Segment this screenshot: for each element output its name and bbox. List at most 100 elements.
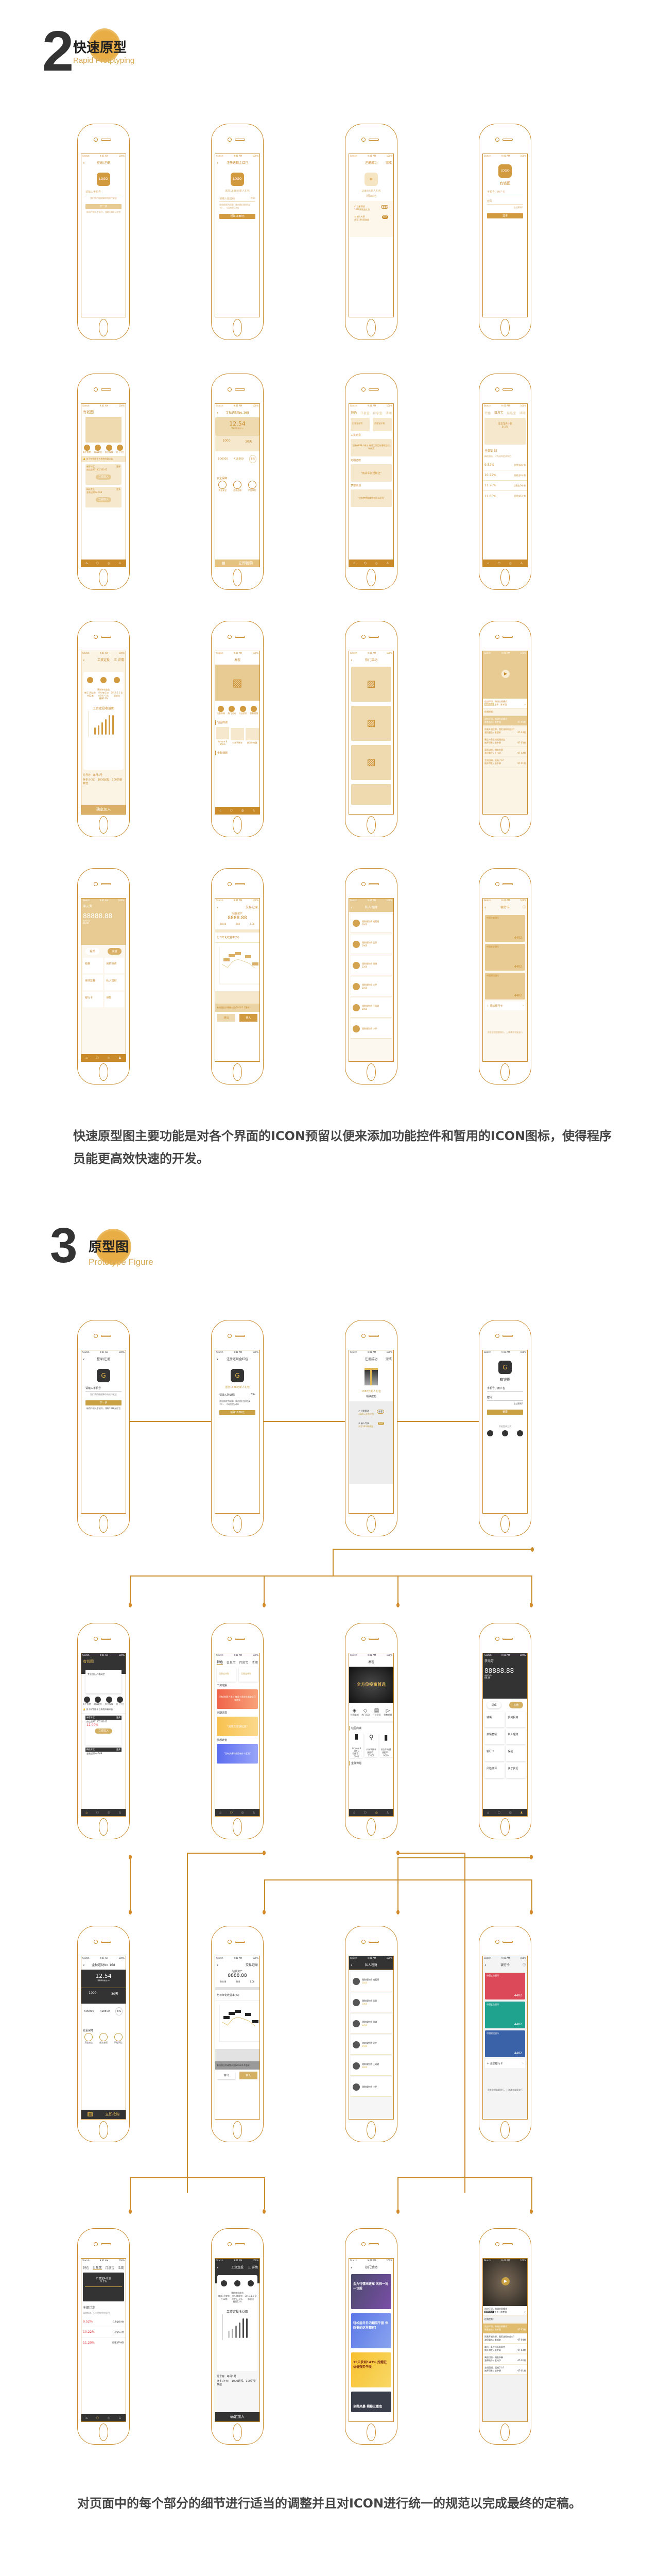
guide-icon[interactable] bbox=[83, 1697, 90, 1703]
invite-icon[interactable] bbox=[95, 1697, 101, 1703]
plan-row[interactable]: 9.52%日息宝B计划 bbox=[483, 460, 527, 470]
daily-plan-card[interactable]: 日息宝计划 bbox=[217, 1667, 236, 1682]
grid-item[interactable]: 银行卡 bbox=[83, 992, 103, 1007]
back-icon[interactable]: ‹ bbox=[217, 2265, 219, 2270]
transfer-in-button[interactable]: 转入 bbox=[239, 1014, 257, 1022]
tab-discover-icon[interactable]: ◎ bbox=[107, 561, 110, 565]
tab-featured[interactable]: 特色 bbox=[351, 411, 357, 415]
wechat-icon[interactable] bbox=[501, 1430, 508, 1436]
tab-invest-icon[interactable]: ⬡ bbox=[230, 808, 233, 812]
transfer-out-button[interactable]: 转出 bbox=[217, 1014, 235, 1022]
news-icon[interactable] bbox=[239, 706, 246, 712]
claim-button[interactable]: 领取1888元 bbox=[219, 214, 255, 219]
password-input[interactable]: 密码 bbox=[487, 198, 523, 205]
video-icon[interactable]: ▷ bbox=[386, 1708, 390, 1714]
tab-mine-icon[interactable]: ♙ bbox=[252, 808, 255, 812]
repay-banner[interactable]: “房贷车贷轻松还” bbox=[351, 464, 392, 482]
step1-button[interactable]: 查看 bbox=[377, 1410, 384, 1414]
grid-item[interactable]: 关于我们 bbox=[506, 1762, 526, 1778]
tab-invest-icon[interactable]: ⬡ bbox=[497, 1810, 500, 1815]
safety-title[interactable]: 安全保障 bbox=[83, 2029, 94, 2032]
forgot-password-link[interactable]: 忘记密码? bbox=[513, 1402, 523, 1405]
plan-row[interactable]: 11.20%日息宝D计划 bbox=[483, 481, 527, 491]
record-link[interactable]: 交易记录 bbox=[245, 1963, 258, 1967]
expand-icon[interactable]: ∨ bbox=[524, 2311, 526, 2313]
join-button[interactable]: 立即加入 bbox=[96, 497, 111, 502]
tab-home-icon[interactable]: ⌂ bbox=[219, 1810, 222, 1815]
tab-daily[interactable]: 日息宝 bbox=[360, 411, 370, 415]
grid-item[interactable]: 钱袋 bbox=[83, 958, 103, 973]
weibo-icon[interactable] bbox=[516, 1430, 523, 1436]
tab-daily[interactable]: 日息宝 bbox=[92, 2266, 102, 2270]
tab-daily[interactable]: 日息宝 bbox=[226, 1660, 236, 1665]
buy-button[interactable]: 立即抢购 bbox=[238, 561, 253, 565]
forgot-password-link[interactable]: 忘记密码? bbox=[513, 206, 523, 209]
invite-icon[interactable] bbox=[95, 445, 101, 451]
tab-invest-icon[interactable]: ⬡ bbox=[96, 561, 99, 565]
tab-home-icon[interactable]: ⌂ bbox=[487, 561, 490, 565]
info-icon[interactable]: ⓘ bbox=[522, 1963, 526, 1967]
back-icon[interactable]: ‹ bbox=[83, 658, 85, 663]
tab-monthly[interactable]: 月息宝 bbox=[239, 1660, 249, 1665]
grid-item[interactable]: 钱袋 bbox=[484, 1711, 505, 1727]
plan-row[interactable]: 9.52%日息宝B计划 bbox=[81, 2317, 126, 2327]
tab-invest-icon[interactable]: ⬡ bbox=[497, 561, 500, 565]
mall-icon[interactable] bbox=[217, 706, 224, 712]
back-icon[interactable]: ‹ bbox=[217, 1357, 219, 1362]
tab-mine-icon[interactable]: ♟ bbox=[118, 1056, 122, 1060]
back-icon[interactable]: ‹ bbox=[217, 905, 219, 910]
tab-current[interactable]: 活期 bbox=[385, 411, 392, 415]
tab-discover-icon[interactable]: ◎ bbox=[509, 561, 512, 565]
tab-monthly[interactable]: 月息宝 bbox=[507, 411, 516, 415]
done-button[interactable]: 完成 bbox=[385, 1358, 392, 1361]
buy-button[interactable]: 立即抢购 bbox=[105, 2112, 120, 2116]
monthly-plan-card[interactable]: 月息宝计划 bbox=[373, 418, 392, 431]
grid-item[interactable]: 银行卡 bbox=[484, 1745, 505, 1761]
tab-home-icon[interactable]: ⌂ bbox=[85, 1056, 88, 1060]
activity-banner[interactable]: 金九行情末班车 名师一对一诊股 bbox=[351, 2274, 391, 2309]
activity-banner[interactable]: ▨ bbox=[351, 745, 391, 780]
withdraw-button[interactable]: 提现 bbox=[85, 948, 99, 955]
news-icon[interactable]: ▤ bbox=[374, 1708, 379, 1714]
notice-bar[interactable]: 有钱图业务调整公告(2018.5.5更新) bbox=[215, 2061, 259, 2070]
plan-row[interactable]: 11.20%日息宝D计划 bbox=[83, 2341, 124, 2345]
username-input[interactable]: 手机号 / 用户名 bbox=[487, 1385, 523, 1392]
buy-bar[interactable]: ▦立即抢购 bbox=[215, 560, 259, 567]
password-input[interactable]: 密码 bbox=[487, 1395, 523, 1401]
plan-row[interactable]: 10.22%日息宝C计划 bbox=[81, 2327, 126, 2337]
back-icon[interactable]: ‹ bbox=[351, 2265, 353, 2270]
tab-home-icon[interactable]: ⌂ bbox=[353, 1810, 356, 1815]
safety-icon[interactable] bbox=[106, 1697, 112, 1703]
tab-invest-icon[interactable]: ⬡ bbox=[230, 1810, 233, 1815]
join-button[interactable]: 立即加入 bbox=[95, 1728, 112, 1734]
guide-icon[interactable] bbox=[83, 445, 90, 451]
tab-discover-icon[interactable]: ◎ bbox=[107, 2416, 110, 2420]
monthly-plan-card[interactable]: 月息宝计划 bbox=[239, 1667, 258, 1682]
grid-item[interactable]: 风险测评 bbox=[484, 1762, 505, 1778]
code-input[interactable]: 请输入验证码 55s bbox=[219, 196, 255, 202]
grid-item[interactable]: 亲情套餐 bbox=[83, 975, 103, 990]
back-icon[interactable]: ‹ bbox=[217, 411, 219, 416]
salary-banner[interactable]: 已有8888人参与 每月工资定存赚取自己年终奖 bbox=[351, 439, 392, 456]
dream-banner[interactable]: “没有梦想和咸鱼有什么区别” bbox=[217, 1744, 258, 1764]
tab-daily[interactable]: 日息宝 bbox=[494, 411, 504, 415]
back-icon[interactable]: ‹ bbox=[351, 905, 353, 910]
transfer-in-button[interactable]: 转入 bbox=[239, 2072, 257, 2079]
tab-featured[interactable]: 特色 bbox=[484, 411, 491, 415]
tab-home-icon[interactable]: ⌂ bbox=[85, 561, 88, 565]
tab-home-icon[interactable]: ⌂ bbox=[219, 808, 222, 812]
tab-mine-icon[interactable]: ♟ bbox=[520, 1810, 523, 1815]
next-button[interactable]: 下一步 bbox=[85, 1400, 122, 1405]
tab-featured[interactable]: 特色 bbox=[217, 1660, 223, 1665]
step1-button[interactable]: 查看 bbox=[381, 205, 388, 209]
